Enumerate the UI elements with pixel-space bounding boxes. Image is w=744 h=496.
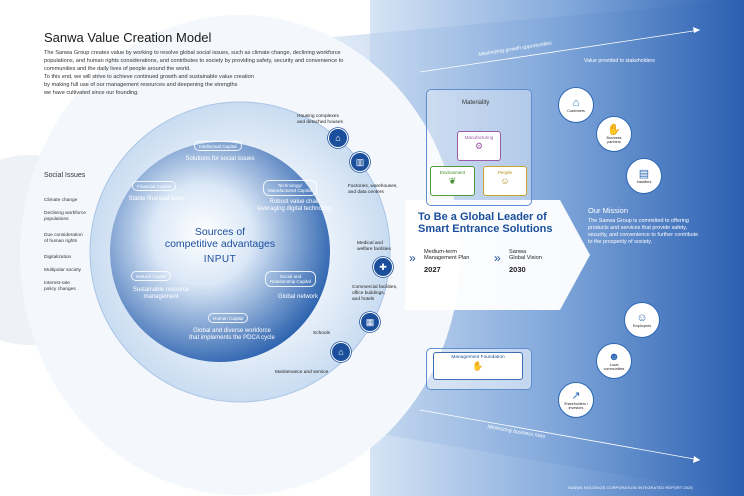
capital-label-intellectual: Intellectual Capital [194, 141, 242, 151]
installer-icon: ▤ [638, 167, 650, 180]
employees-icon: ☺ [636, 311, 648, 324]
capital-text-human: Global and diverse workforce that implem… [189, 328, 275, 341]
plan-year: 2030 [509, 265, 526, 274]
maintenance-label: Maintenance and service [275, 370, 329, 375]
stakeholder-installers: ▤ Installers [626, 158, 662, 194]
medium-term-plan: Medium-term Management Plan 2027 [424, 243, 469, 274]
manufacturing-icon: ⚙ [474, 141, 484, 151]
capital-text-social: Global network [277, 294, 319, 300]
value-title: Value provided to stakeholders [584, 58, 655, 64]
business-field-label: Medical and welfare facilities [357, 241, 391, 252]
social-issue-item: Climate change [44, 198, 78, 203]
stakeholder-shareholders: ↗ Shareholders / investors [558, 382, 594, 418]
materiality-environment: Environment ❦ [430, 166, 475, 196]
chevron-right-icon: » [494, 251, 501, 265]
social-issue-item: Interest-rate policy changes [44, 281, 76, 292]
business-field-label: Commercial facilities, office buildings,… [352, 285, 398, 302]
global-vision: Sanwa Global Vision 2030 [509, 243, 542, 274]
social-issue-item: Multipolar society [44, 268, 82, 273]
office-building-icon: ▦ [360, 312, 380, 332]
hospital-icon: ✚ [373, 257, 393, 277]
people-icon: ☺ [500, 176, 510, 186]
handshake-icon: ✋ [472, 361, 484, 371]
management-foundation-card: Management Foundation ✋ [433, 352, 523, 380]
business-field-label: Factories, warehouses, and data centers [348, 184, 398, 195]
stakeholder-business-partners: ✋ Business partners [596, 116, 632, 152]
capital-text-financial: Stable financial base [128, 196, 184, 202]
handshake-icon: ✋ [607, 123, 621, 136]
social-issue-item: Declining workforce populations [44, 211, 86, 222]
materiality-manufacturing-label: Manufacturing [464, 135, 494, 140]
capital-text-technology: Robust value chain leveraging digital te… [257, 199, 333, 212]
customers-icon: ⌂ [572, 96, 580, 109]
leaf-icon: ❦ [448, 176, 457, 186]
capital-label-social: Social and Relationship Capital [265, 271, 316, 287]
intro-line: populations, and human rights considerat… [44, 57, 344, 64]
social-issues-title: Social Issues [44, 172, 86, 179]
capital-text-natural: Sustainable resource management [132, 287, 190, 300]
intro-line: The Sanwa Group creates value by working… [44, 50, 341, 56]
intro-line: communities and the daily lives of peopl… [44, 65, 191, 72]
materiality-people: People ☺ [483, 166, 527, 196]
mission-title: Our Mission [588, 206, 629, 215]
capital-text-intellectual: Solutions for social issues [185, 156, 255, 162]
sources-title: Sources of competitive advantages [164, 226, 276, 250]
intro-text: The Sanwa Group creates value by working… [44, 50, 404, 97]
plan-label: Medium-term Management Plan [424, 249, 470, 261]
capital-label-human: Human Capital [208, 313, 249, 323]
capital-label-financial: Financial Capital [132, 181, 176, 191]
house-icon: ⌂ [328, 128, 348, 148]
page-title: Sanwa Value Creation Model [44, 30, 212, 45]
materiality-people-label: People [497, 170, 512, 175]
management-foundation-label: Management Foundation [451, 355, 505, 360]
intro-line: To this end, we will strive to achieve c… [44, 73, 254, 80]
intro-line: by making full use of our management res… [44, 81, 238, 88]
business-field-label: Schools [313, 331, 331, 336]
stakeholder-local-communities: ☻ Local communities [596, 343, 632, 379]
stakeholder-employees: ☺ Employees [624, 302, 660, 338]
chart-icon: ↗ [571, 389, 581, 402]
materiality-environment-label: Environment [439, 170, 466, 175]
business-field-label: Housing complexes and detached houses [297, 114, 343, 125]
chevron-right-icon: » [409, 251, 416, 265]
plan-year: 2027 [424, 265, 441, 274]
factory-icon: ▥ [350, 152, 370, 172]
social-issue-item: Due consideration of human rights [44, 233, 83, 244]
school-icon: ⌂ [331, 342, 351, 362]
goal-heading: To Be a Global Leader of Smart Entrance … [418, 211, 553, 235]
capital-label-natural: Natural Capital [131, 271, 172, 281]
social-issue-item: Digitalization [44, 255, 72, 260]
community-icon: ☻ [608, 350, 620, 363]
materiality-manufacturing: Manufacturing ⚙ [457, 131, 501, 161]
input-label: INPUT [203, 254, 237, 265]
stakeholder-customers: ⌂ Customers [558, 87, 594, 123]
footer-text: SANWA HOLDINGS CORPORATION INTEGRATED RE… [568, 486, 693, 490]
intro-line: we have cultivated since our founding. [44, 89, 139, 96]
materiality-title: Materiality [462, 100, 490, 106]
plan-label: Sanwa Global Vision [509, 249, 542, 261]
mission-text: The Sanwa Group is committed to offering… [588, 218, 699, 245]
capital-label-technology: Technology/ Manufactured Capital [263, 180, 317, 196]
